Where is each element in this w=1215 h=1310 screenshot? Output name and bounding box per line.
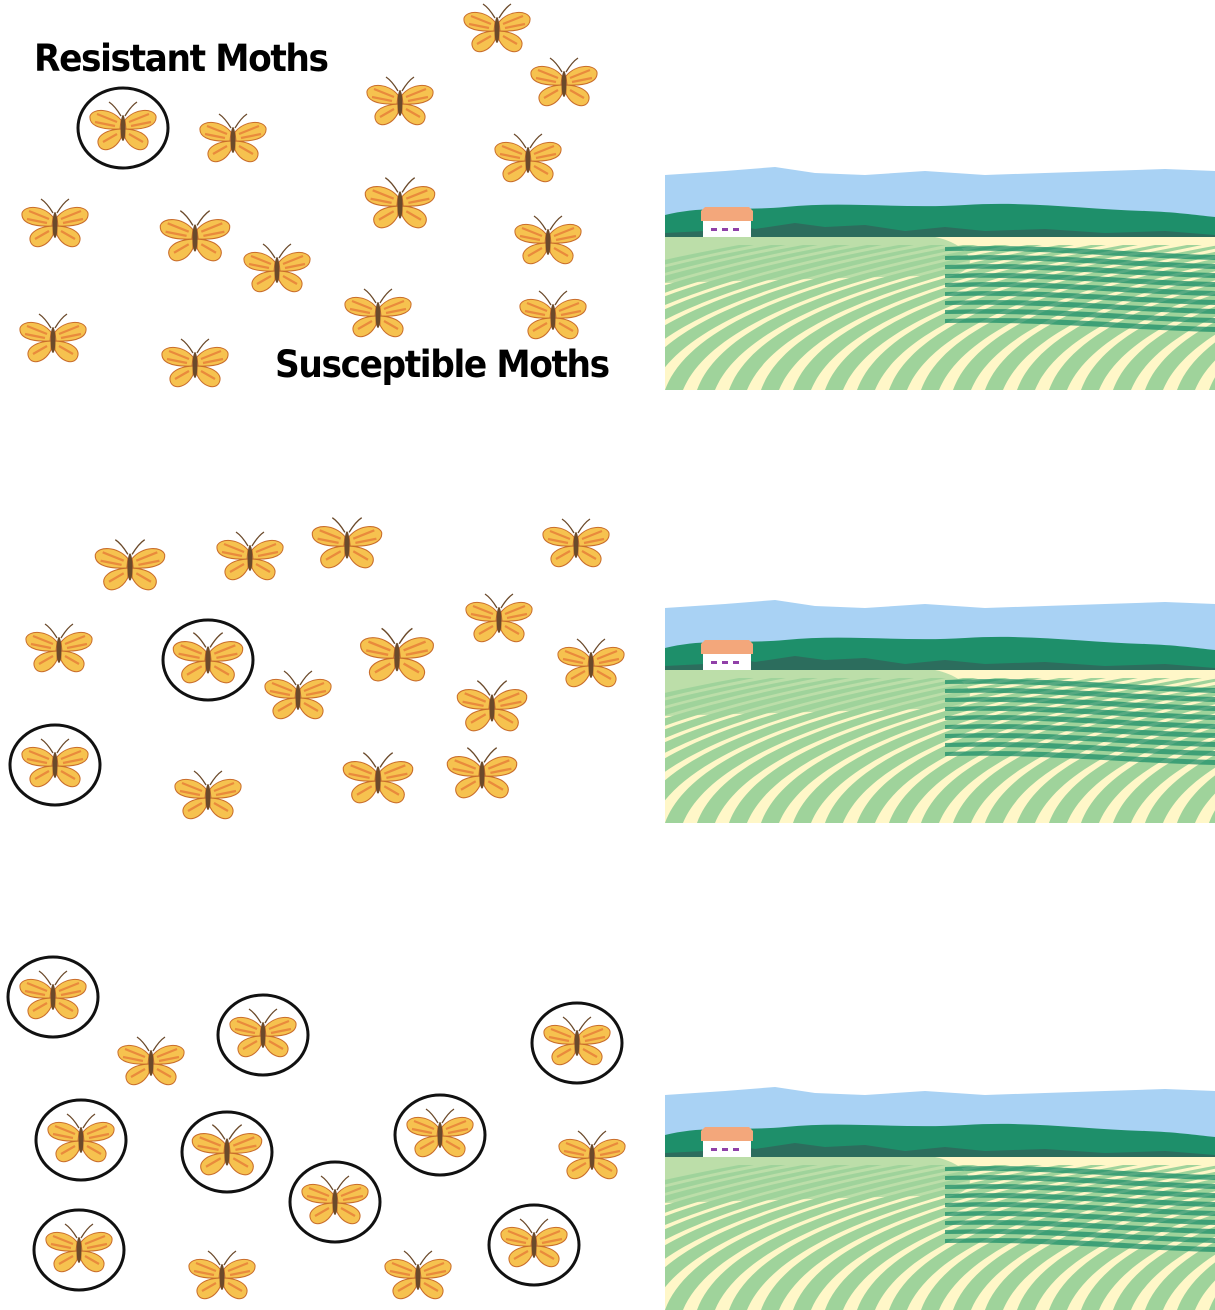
moth-icon <box>217 532 283 580</box>
moth-icon <box>407 1109 473 1157</box>
moth-icon <box>343 753 412 803</box>
moth-icon <box>466 594 532 642</box>
moth-icon <box>162 339 228 387</box>
moth-icon <box>189 1251 255 1299</box>
moth-icon <box>230 1009 296 1057</box>
moth-icon <box>20 314 86 362</box>
moth-icon <box>244 244 310 292</box>
moth-icon <box>531 58 597 106</box>
moth-icon <box>22 739 88 787</box>
moth-icon <box>501 1219 567 1267</box>
moth-icon <box>457 681 526 731</box>
moth-icon <box>95 540 164 590</box>
moth-icon <box>367 77 433 125</box>
moth-icon <box>90 102 156 150</box>
moth-icon <box>520 291 586 339</box>
moth-icon <box>495 134 561 182</box>
moth-icon <box>265 671 331 719</box>
moth-icon <box>200 114 266 162</box>
moth-icon <box>361 628 434 680</box>
moth-icon <box>365 178 434 228</box>
moth-icon <box>385 1251 451 1299</box>
moth-icon <box>544 1017 610 1065</box>
moth-icon <box>558 639 624 687</box>
farm-field-scene-1 <box>665 165 1215 390</box>
farm-field-scene-3 <box>665 1085 1215 1310</box>
moth-icon <box>464 4 530 52</box>
moth-icon <box>192 1125 261 1175</box>
moth-icon <box>48 1114 114 1162</box>
moth-icon <box>175 771 241 819</box>
farm-field-icon <box>665 598 1215 823</box>
moth-icon <box>559 1131 625 1179</box>
moth-icon <box>118 1037 184 1085</box>
farm-field-scene-2 <box>665 598 1215 823</box>
moth-icon <box>22 199 88 247</box>
moth-icon <box>543 519 609 567</box>
moth-icon <box>312 518 381 568</box>
moth-icon <box>345 289 411 337</box>
moth-icon <box>160 211 229 261</box>
moth-icon <box>447 748 516 798</box>
farm-field-icon <box>665 165 1215 390</box>
moth-icon <box>26 624 92 672</box>
moth-icon <box>302 1176 368 1224</box>
moth-icon <box>20 971 86 1019</box>
moth-icon <box>515 216 581 264</box>
moth-icon <box>173 633 242 683</box>
moth-icon <box>46 1224 112 1272</box>
farm-field-icon <box>665 1085 1215 1310</box>
